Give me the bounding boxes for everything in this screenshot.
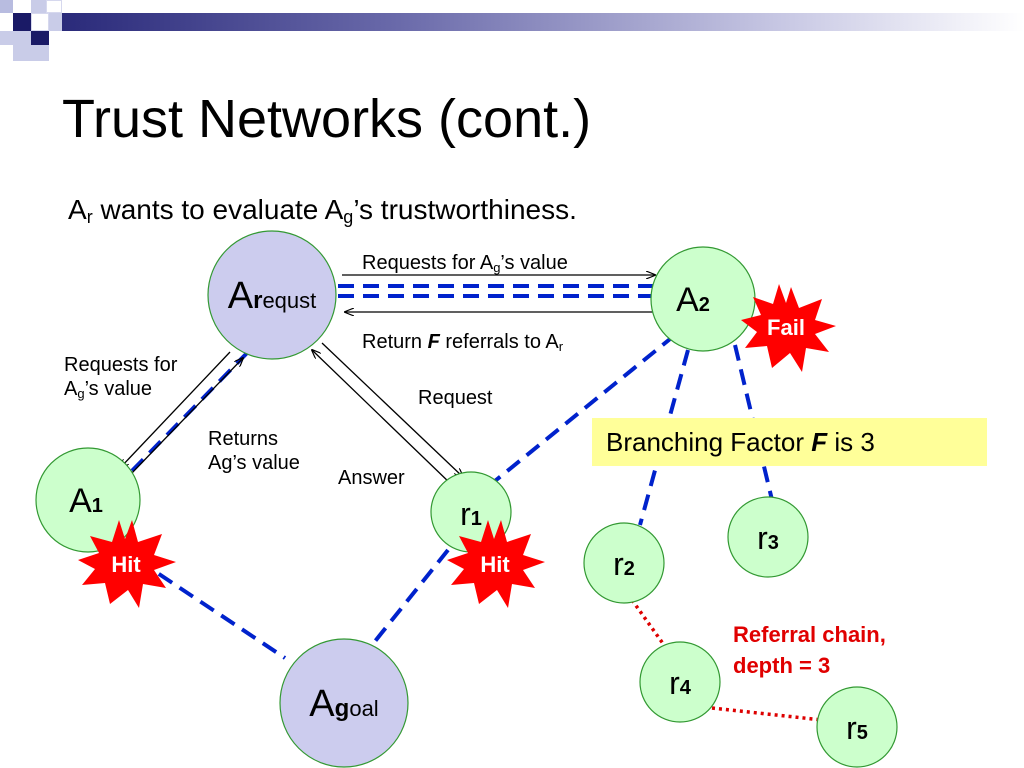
label-returns-line-1: Returns	[208, 428, 279, 450]
label-requests-top-tail: ’s value	[500, 252, 568, 274]
label-request: Request	[418, 387, 493, 409]
corner-square-10	[13, 45, 31, 61]
subtitle-sub-1: r	[86, 207, 93, 227]
fail-burst: Fail	[741, 284, 836, 372]
referral-chain-line-2: depth = 3	[733, 652, 831, 678]
hit-burst-r1-shape	[447, 520, 545, 608]
arrow-requests-to-a1	[120, 351, 231, 468]
branching-factor-text: Branching Factor	[606, 427, 812, 457]
node-a1-label: A1	[69, 482, 103, 520]
node-r2	[583, 522, 665, 604]
arrow-answer-to-arequest	[312, 350, 453, 486]
hit-burst-r1-label: Hit	[480, 552, 510, 577]
referral-chain-line-1: Referral chain,	[733, 622, 886, 647]
label-answer: Answer	[338, 467, 405, 489]
node-a1	[35, 447, 141, 553]
link-a1-agoal	[136, 558, 287, 660]
label-requests-top-sub: g	[493, 260, 501, 275]
subtitle-part-1: A	[68, 194, 87, 225]
fail-burst-shape	[741, 284, 836, 372]
label-requests-left-line-1: Requests for	[64, 354, 178, 376]
label-requests-for-value-top: Requests for Ag’s value	[362, 251, 568, 276]
header-gradient-bar	[62, 13, 1024, 31]
branching-factor-suffix: is 3	[827, 427, 875, 457]
node-a-goal	[279, 638, 409, 768]
node-r2-label: r2	[613, 546, 635, 582]
corner-square-9	[31, 31, 49, 45]
branching-factor-box: Branching Factor F is 3	[592, 418, 987, 466]
link-arequest-a1	[123, 350, 250, 480]
arrow-returns-to-arequest	[129, 358, 243, 476]
label-requests-left-line-2: Ag’s value	[64, 377, 177, 402]
node-r3	[727, 496, 809, 578]
hit-burst-a1: Hit	[78, 520, 176, 608]
referral-chain-label: Referral chain, depth = 3	[733, 620, 886, 682]
link-r1-agoal	[370, 548, 450, 647]
subtitle-sub-2: g	[343, 207, 354, 227]
label-return-factor: F	[427, 331, 440, 353]
label-requests-top-text: Requests for A	[362, 252, 494, 274]
corner-square-6	[49, 13, 62, 31]
hit-burst-a1-label: Hit	[111, 552, 141, 577]
label-requests-left-a: A	[64, 378, 78, 401]
hit-burst-a1-shape	[78, 520, 176, 608]
node-a2-label: A2	[676, 281, 710, 319]
node-a-request-label: Arequst	[228, 275, 317, 317]
link-a2-r1	[488, 333, 677, 487]
label-requests-left-sub: g	[77, 386, 85, 402]
fail-burst-label: Fail	[767, 315, 805, 340]
corner-square-1	[0, 0, 13, 13]
arrow-request-to-r1	[321, 342, 463, 477]
node-r4-label: r4	[669, 665, 692, 701]
referral-link-r2-r4	[630, 598, 666, 647]
corner-square-8	[13, 31, 31, 45]
node-r3-label: r3	[757, 520, 779, 556]
node-r5	[816, 686, 898, 768]
label-requests-left-b: ’s value	[84, 378, 153, 401]
label-return-referrals: Return F referrals to Ar	[362, 330, 563, 355]
corner-square-11	[31, 45, 49, 61]
corner-square-2	[13, 13, 31, 31]
corner-square-5	[31, 13, 49, 31]
label-requests-for-value-left: Requests for Ag’s value	[64, 353, 177, 402]
node-r5-label: r5	[846, 710, 868, 746]
subtitle-part-3: ’s trustworthiness.	[353, 194, 577, 225]
hit-burst-r1: Hit	[447, 520, 545, 608]
corner-square-3	[31, 0, 46, 13]
subtitle-part-2: wants to evaluate A	[92, 194, 344, 225]
label-return-text-1: Return	[362, 331, 428, 353]
label-returns-value: Returns Ag’s value	[208, 427, 300, 476]
node-a-request	[207, 230, 337, 360]
label-returns-line-2: Ag’s value	[208, 452, 300, 475]
node-a-goal-label: Agoal	[309, 683, 378, 725]
node-r1-label: r1	[460, 496, 482, 532]
label-return-text-2: referrals to A	[439, 331, 559, 353]
referral-link-r4-r5	[711, 706, 823, 722]
corner-square-4	[46, 0, 62, 13]
slide-subtitle: Ar wants to evaluate Ag’s trustworthines…	[68, 194, 577, 228]
slide-title: Trust Networks (cont.)	[62, 89, 592, 149]
label-return-sub: r	[558, 339, 564, 354]
branching-factor-value: F	[811, 427, 828, 457]
node-r4	[639, 641, 721, 723]
corner-square-7	[0, 31, 13, 45]
